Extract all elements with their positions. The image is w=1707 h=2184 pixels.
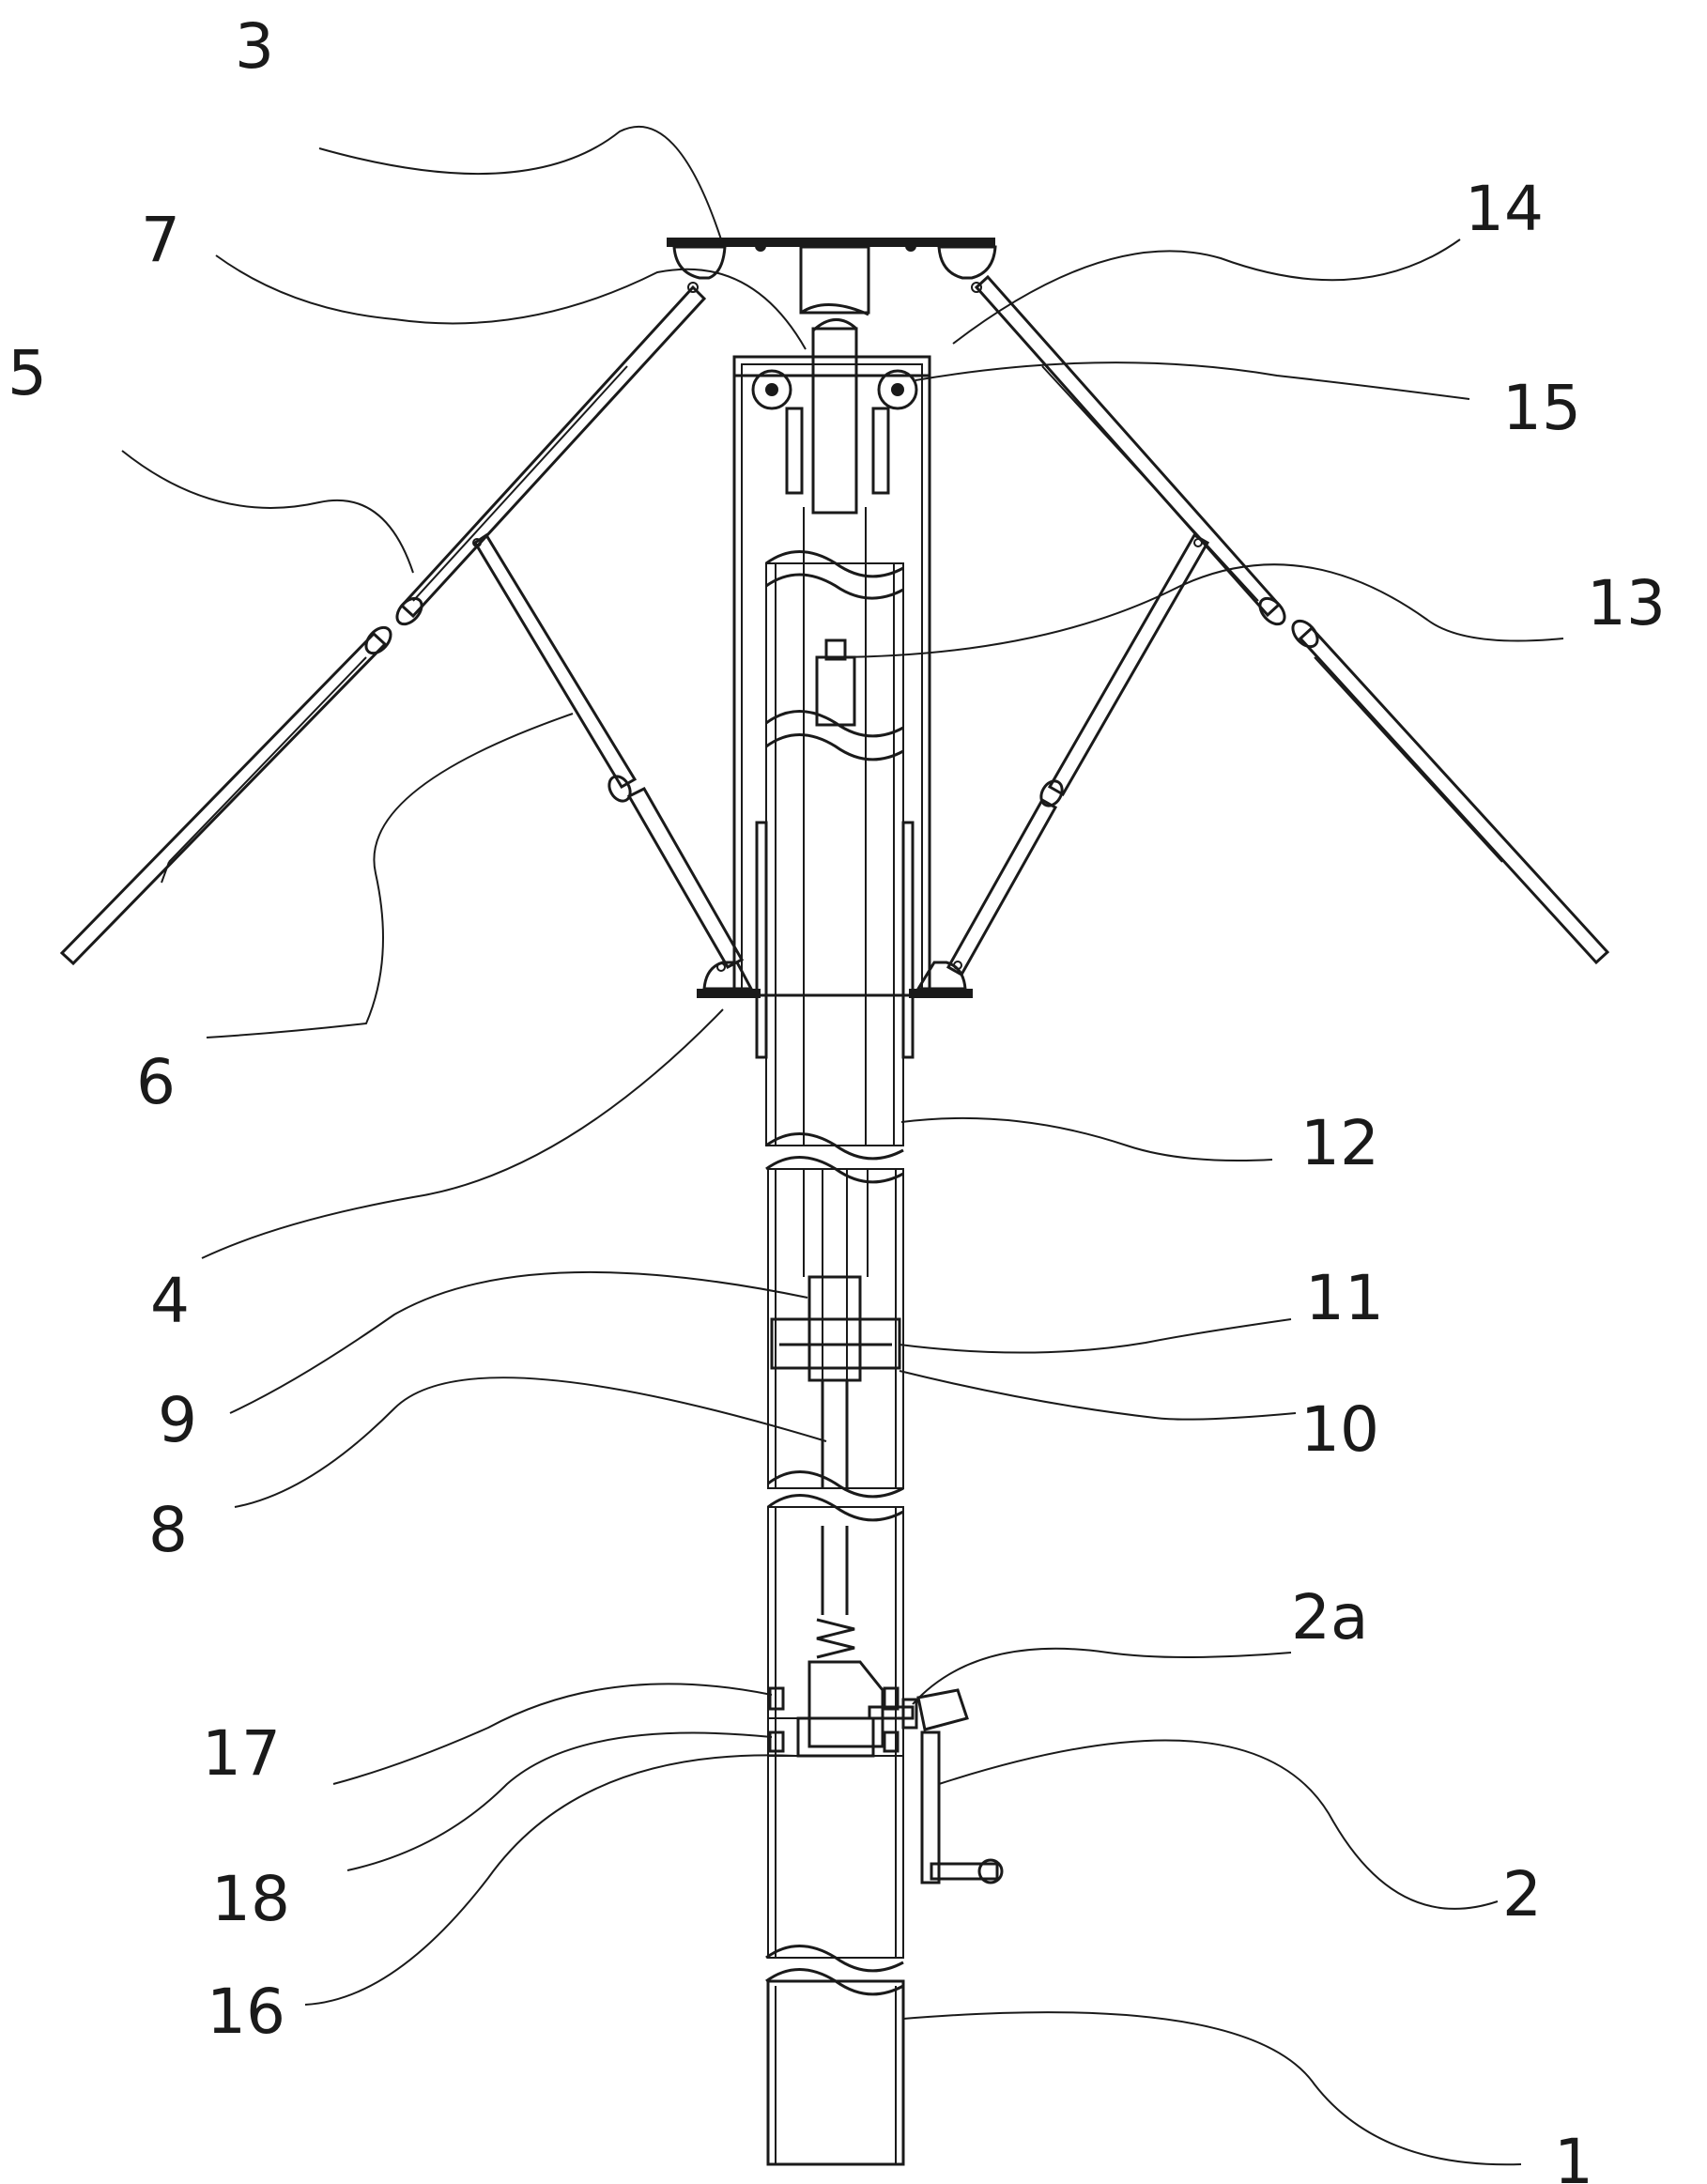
label-8: 8 — [148, 1494, 188, 1566]
base-tube — [768, 1981, 903, 2164]
label-12: 12 — [1300, 1107, 1379, 1179]
label-18: 18 — [211, 1863, 290, 1935]
label-2: 2 — [1502, 1858, 1542, 1930]
label-13: 13 — [1587, 567, 1666, 639]
label-9: 9 — [158, 1384, 197, 1456]
label-16: 16 — [207, 1976, 285, 2048]
lower-tube — [766, 1507, 1002, 1994]
label-2a: 2a — [1291, 1581, 1368, 1653]
label-11: 11 — [1305, 1262, 1384, 1334]
left-arm-lower — [62, 623, 395, 963]
top-plate — [667, 238, 995, 315]
label-3: 3 — [235, 10, 274, 83]
label-14: 14 — [1465, 173, 1544, 245]
main-tube-upper — [766, 507, 903, 1182]
label-15: 15 — [1502, 372, 1581, 444]
label-7: 7 — [141, 204, 180, 276]
label-10: 10 — [1300, 1393, 1379, 1466]
label-1: 1 — [1554, 2126, 1593, 2184]
central-rod — [813, 319, 856, 513]
part-labels: 3 7 14 15 5 13 6 12 4 11 9 10 8 2a 17 18… — [8, 10, 1666, 2184]
right-arm-upper — [977, 277, 1289, 629]
label-17: 17 — [202, 1717, 281, 1790]
right-strut — [948, 535, 1207, 975]
left-strut — [473, 535, 742, 971]
label-4: 4 — [150, 1265, 190, 1337]
label-5: 5 — [8, 337, 47, 409]
right-arm-lower — [1288, 616, 1607, 962]
label-6: 6 — [136, 1046, 176, 1118]
slider-assembly — [768, 1169, 903, 1520]
left-arm-upper — [392, 287, 704, 629]
